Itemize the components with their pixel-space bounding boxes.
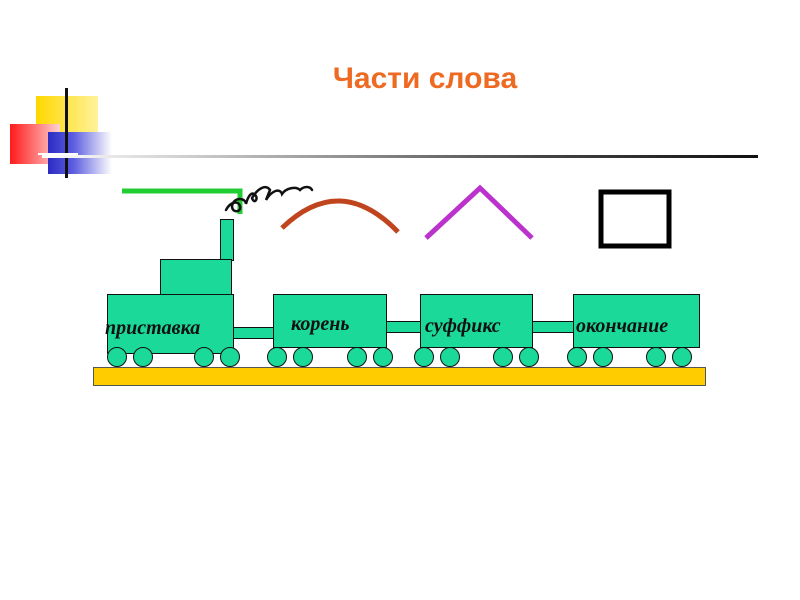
title-underline bbox=[42, 155, 758, 158]
locomotive-chimney bbox=[220, 219, 234, 261]
car-prefix bbox=[107, 294, 234, 354]
wheel bbox=[519, 347, 539, 367]
slide-title: Части слова bbox=[332, 62, 518, 95]
car-suffix bbox=[420, 294, 533, 348]
rail bbox=[93, 367, 706, 386]
coupler bbox=[233, 327, 275, 339]
car-root bbox=[273, 294, 387, 348]
wheel bbox=[646, 347, 666, 367]
smoke-icon bbox=[224, 185, 314, 213]
wheel bbox=[672, 347, 692, 367]
car-label-root: корень bbox=[291, 313, 350, 335]
arc-sign-icon bbox=[280, 198, 400, 234]
wheel bbox=[347, 347, 367, 367]
decor-white-line bbox=[38, 153, 78, 155]
wheel bbox=[373, 347, 393, 367]
coupler bbox=[386, 321, 422, 333]
wheel bbox=[220, 347, 240, 367]
wheel bbox=[567, 347, 587, 367]
decor-vertical-line bbox=[65, 88, 68, 178]
wheel bbox=[194, 347, 214, 367]
coupler bbox=[532, 321, 574, 333]
wheel bbox=[440, 347, 460, 367]
wheel bbox=[293, 347, 313, 367]
chevron-sign-icon bbox=[424, 184, 534, 240]
square-sign-icon bbox=[598, 189, 672, 249]
wheel bbox=[493, 347, 513, 367]
wheel bbox=[133, 347, 153, 367]
wheel bbox=[593, 347, 613, 367]
wheel bbox=[107, 347, 127, 367]
car-ending bbox=[573, 294, 700, 348]
bracket-sign-icon bbox=[122, 188, 243, 214]
car-label-prefix: приставка bbox=[105, 317, 201, 339]
wheel bbox=[414, 347, 434, 367]
car-label-ending: окончание bbox=[576, 315, 669, 337]
car-label-suffix: суффикс bbox=[425, 315, 501, 337]
wheel bbox=[267, 347, 287, 367]
